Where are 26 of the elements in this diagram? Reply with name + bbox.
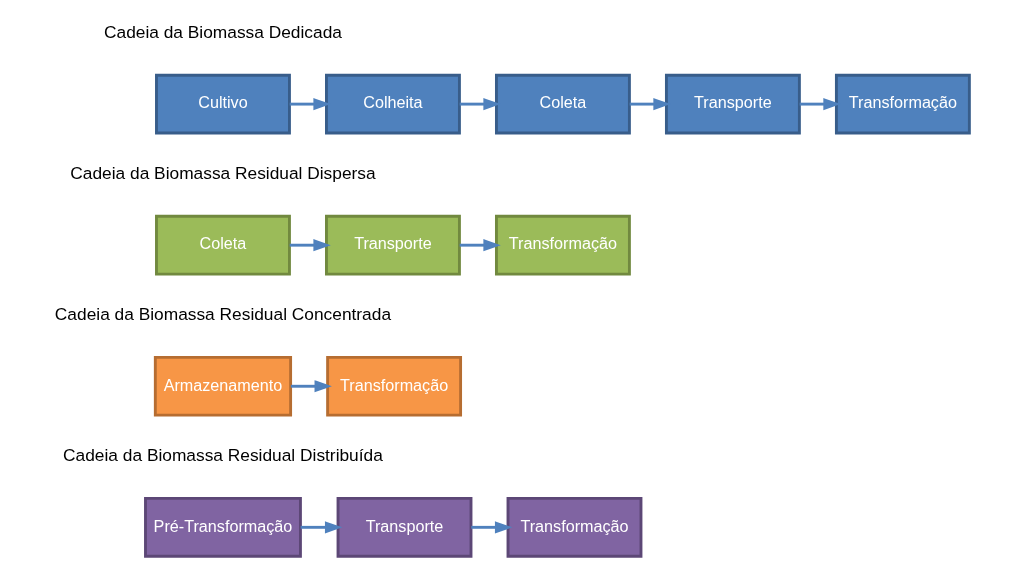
- label: Cadeia da Biomassa Residual Distribuída: [62, 444, 383, 465]
- node-box: Transformação: [834, 73, 971, 135]
- node-box: Transporte: [336, 496, 472, 558]
- arrow: [290, 380, 332, 393]
- node-box: Transformação: [494, 214, 631, 276]
- node-box: Transporte: [324, 214, 461, 276]
- arrow: [459, 98, 501, 111]
- node-box: Armazenamento: [153, 355, 292, 417]
- node-box: Colheita: [324, 73, 461, 135]
- arrow: [289, 98, 331, 111]
- arrow: [799, 98, 841, 111]
- node-box: Pré-Transformação: [143, 496, 302, 558]
- label: Cadeia da Biomassa Residual Concentrada: [54, 303, 391, 324]
- node-box: Coleta: [154, 214, 291, 276]
- node-box: Transformação: [506, 496, 642, 558]
- node-box: Coleta: [494, 73, 631, 135]
- node-box: Cultivo: [154, 73, 291, 135]
- node-box: Transporte: [664, 73, 801, 135]
- arrow: [470, 521, 512, 534]
- arrow: [629, 98, 671, 111]
- arrow: [289, 239, 331, 252]
- label: Cadeia da Biomassa Residual Dispersa: [69, 162, 376, 183]
- arrow: [300, 521, 342, 534]
- arrow: [459, 239, 501, 252]
- node-box: Transformação: [325, 355, 462, 417]
- label: Cadeia da Biomassa Dedicada: [103, 21, 342, 42]
